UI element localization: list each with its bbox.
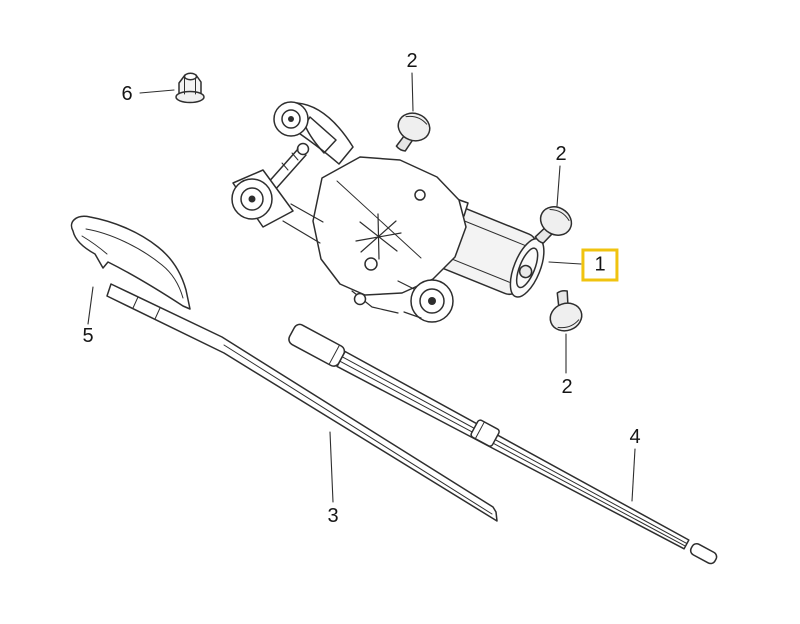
wiper-arm-drawing [106,283,498,522]
leader-lines [87,72,636,503]
spindle-cap-right-drawing [534,206,573,244]
callout-1-wiper-motor[interactable]: 1 [581,248,619,282]
callout-2-cap-bottom[interactable]: 2 [561,376,573,398]
callout-5-arm-cover[interactable]: 5 [82,325,94,347]
callout-2-cap-right[interactable]: 2 [555,143,567,165]
callout-6-nut[interactable]: 6 [121,83,133,105]
wiper-motor-drawing [231,101,545,323]
spindle-cap-bottom-drawing [549,289,583,332]
callout-4-wiper-blade[interactable]: 4 [629,426,641,448]
spindle-nut-drawing [175,72,205,104]
wiper-blade-drawing [288,323,718,565]
callout-3-wiper-arm[interactable]: 3 [327,505,339,527]
arm-cover-drawing [70,215,191,310]
spindle-cap-top-drawing [395,112,431,152]
callout-2-cap-top[interactable]: 2 [406,50,418,72]
